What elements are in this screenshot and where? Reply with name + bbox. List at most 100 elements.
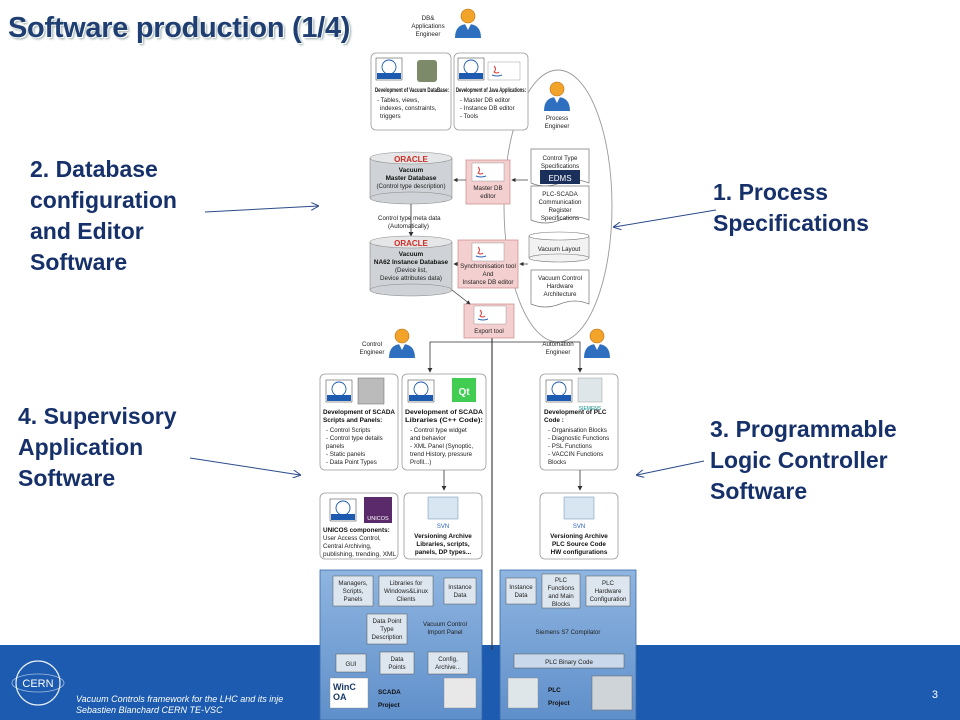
scada-dev-item-3: panels — [326, 443, 344, 450]
svn-tag: SVN — [437, 524, 449, 530]
control-engineer-icon — [388, 328, 416, 359]
svn-icon — [563, 496, 595, 520]
plc-spec-line-3: Register — [548, 207, 571, 214]
db-engineer-role-1: DB& — [422, 15, 436, 22]
plc-functions-line-3: and Main — [548, 593, 574, 600]
scada-dev-item-1: - Control Scripts — [326, 427, 370, 434]
hw-arch-line-1: Vacuum Control — [538, 275, 582, 282]
unicos-title: UNICOS components: — [323, 527, 390, 534]
db-engineer-role-3: Engineer — [416, 31, 441, 38]
automation-engineer-icon — [583, 328, 611, 359]
plc-binary-box — [513, 653, 625, 669]
managers-box — [332, 575, 374, 607]
java-app-item-1: - Master DB editor — [460, 97, 510, 104]
ctl-spec-line-2: Specifications — [541, 163, 579, 170]
unicos-logo-text: UNICOS — [367, 516, 389, 522]
hw-arch-line-2: Hardware — [547, 283, 574, 290]
oracle-logo: ORACLE — [394, 239, 428, 248]
java-app-item-3: - Tools — [460, 113, 478, 120]
master-db-line-1: Vacuum — [399, 167, 424, 174]
dpt-line-1: Data Point — [373, 618, 402, 625]
ctl-spec-line-1: Control Type — [543, 155, 579, 162]
plc-project-name-1: PLC — [548, 687, 561, 694]
master-editor-line-2: editor — [480, 193, 495, 200]
svn-archive-scada-box — [403, 492, 483, 560]
automation-engineer-role-2: Engineer — [546, 349, 571, 356]
dp-line-1: Data — [390, 656, 404, 663]
svn1-line-3: panels, DP types... — [415, 549, 472, 556]
scada-dev-title-2: Scripts and Panels: — [323, 417, 382, 424]
managers-line-1: Managers, — [338, 580, 368, 587]
plc-instance-line-2: Data — [514, 592, 528, 599]
cern-vacuum-icon — [329, 498, 357, 522]
sync-tool-line-3: Instance DB editor — [463, 279, 514, 286]
plc-dev-item-1: - Organisation Blocks — [548, 427, 607, 434]
plc-spec-line-2: Communication — [539, 199, 583, 206]
plc-hw-line-2: Hardware — [595, 588, 622, 595]
instance-db-line-3: (Device list, — [395, 267, 427, 274]
page-number: 3 — [931, 689, 938, 701]
cern-logo-icon: CERN — [11, 660, 65, 706]
qt-logo-text: Qt — [458, 387, 470, 398]
arrow-process-label — [614, 209, 717, 227]
cern-vacuum-icon — [375, 57, 403, 81]
plc-dev-item-3: - PSL Functions — [548, 443, 592, 450]
java-icon — [473, 305, 507, 325]
export-tool-label: Export tool — [474, 328, 504, 335]
automation-engineer-role-1: Automation — [542, 341, 574, 348]
page-title: Software production (1/4) — [8, 12, 351, 44]
plc-hw-line-1: PLC — [602, 580, 615, 587]
config-line-2: Archive... — [435, 664, 461, 671]
java-icon — [471, 162, 505, 182]
instance-database-cylinder — [369, 235, 453, 297]
cern-vacuum-icon — [407, 379, 435, 403]
libs-line-3: Clients — [397, 596, 416, 603]
dpt-line-3: Description — [372, 634, 404, 641]
plc-spec-line-1: PLC-SCADA — [542, 191, 578, 198]
qt-dev-item-2: and behavior — [410, 435, 446, 442]
libs-line-1: Libraries for — [390, 580, 423, 587]
svn2-line-1: Versioning Archive — [550, 533, 608, 540]
plc-instance-data-box — [505, 577, 537, 605]
svn1-line-2: Libraries, scripts, — [416, 541, 470, 548]
scada-dev-item-4: - Static panels — [326, 451, 365, 458]
java-icon — [471, 242, 505, 262]
plc-hardware-icon — [591, 675, 633, 711]
control-engineer-role-1: Control — [362, 341, 382, 348]
edms-label: EDMS — [548, 174, 571, 183]
db-engineer-role-2: Applications — [411, 23, 444, 30]
plc-dev-item-2: - Diagnostic Functions — [548, 435, 609, 442]
master-db-line-3: (Control type description) — [376, 183, 445, 190]
plc-dev-item-5: Blocks — [548, 459, 566, 466]
siemens-step7-icon — [577, 377, 603, 403]
svn2-line-3: HW configurations — [551, 549, 608, 556]
import-panel-line-1: Vacuum Control — [423, 621, 467, 628]
plc-instance-line-1: Instance — [509, 584, 533, 591]
server-icon — [443, 677, 477, 709]
footer-line1: Vacuum Controls framework for the LHC an… — [76, 694, 284, 704]
process-engineer-role-1: Process — [546, 115, 568, 122]
java-icon — [487, 61, 521, 81]
arrow-supervisory-label — [189, 457, 300, 475]
scada-project-name-1: SCADA — [378, 689, 401, 696]
db-engineer-icon — [454, 8, 482, 39]
master-db-line-2: Master Database — [386, 175, 437, 182]
config-archive-box — [427, 651, 469, 675]
svn-icon — [427, 496, 459, 520]
plc-functions-line-4: Blocks — [552, 601, 570, 608]
unicos-logo-icon — [364, 497, 392, 523]
svn1-line-1: Versioning Archive — [414, 533, 472, 540]
java-app-title: Development of Java Applications: — [456, 87, 526, 94]
plc-functions-box — [541, 573, 581, 609]
cern-vacuum-icon — [457, 57, 485, 81]
unicos-item-3: publishing, trending, XML — [323, 551, 397, 558]
plc-functions-line-2: Functions — [548, 585, 575, 592]
unicos-item-2: Central Archiving, — [323, 543, 372, 550]
scada-dev-title-1: Development of SCADA — [323, 409, 395, 416]
meta-data-line-1: Control type meta data — [378, 215, 441, 222]
process-engineer-role-2: Engineer — [545, 123, 570, 130]
plc-dev-item-4: - VACCIN Functions — [548, 451, 603, 458]
plc-binary-label: PLC Binary Code — [545, 659, 593, 666]
